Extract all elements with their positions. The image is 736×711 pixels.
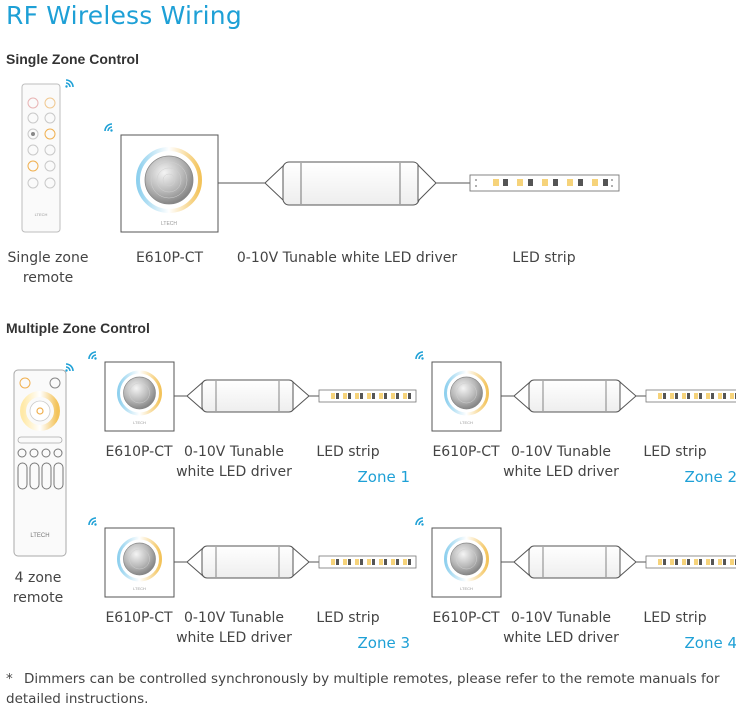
wireless-signal-icon (415, 517, 425, 527)
single-driver-label: 0-10V Tunable white LED driver (236, 250, 458, 266)
zone-label: Zone 1 (357, 468, 411, 486)
wireless-signal-icon (64, 79, 74, 89)
panel-label: E610P-CT (432, 610, 500, 626)
zone-label: Zone 3 (357, 634, 411, 652)
dimmer-panel-icon: LTECH (431, 361, 502, 432)
svg-text:LTECH: LTECH (133, 586, 146, 591)
single-remote-label: Single zone remote (7, 250, 89, 286)
wireless-signal-icon (415, 351, 425, 361)
multiple-zone-heading: Multiple Zone Control (6, 320, 150, 336)
dimmer-panel-icon: LTECH (431, 527, 502, 598)
footnote-symbol: * (6, 671, 13, 687)
single-zone-heading: Single Zone Control (6, 51, 139, 67)
led-driver-icon (186, 545, 310, 579)
panel-label: E610P-CT (432, 444, 500, 460)
strip-label: LED strip (643, 444, 707, 460)
led-driver-icon (186, 379, 310, 413)
svg-text:LTECH: LTECH (161, 221, 177, 227)
driver-label: 0-10V Tunable white LED driver (176, 444, 292, 480)
footnote-text: Dimmers can be controlled synchronously … (6, 671, 720, 707)
footnote: *Dimmers can be controlled synchronously… (6, 669, 732, 709)
single-led-strip-icon (469, 174, 620, 192)
page-title: RF Wireless Wiring (6, 1, 242, 30)
wireless-signal-icon (88, 517, 98, 527)
zone-label: Zone 2 (684, 468, 736, 486)
single-panel-label: E610P-CT (135, 250, 204, 266)
strip-label: LED strip (643, 610, 707, 626)
led-strip-icon (318, 555, 417, 569)
single-zone-remote-icon: LTECH (21, 83, 61, 233)
single-led-driver-icon (264, 161, 437, 206)
panel-label: E610P-CT (105, 610, 173, 626)
zone-2-diagram: LTECH (415, 351, 736, 432)
led-strip-icon (645, 389, 736, 403)
four-zone-remote-label: 4 zone remote (12, 570, 64, 606)
driver-label: 0-10V Tunable white LED driver (503, 610, 619, 646)
svg-text:LTECH: LTECH (30, 533, 49, 539)
svg-text:LTECH: LTECH (460, 420, 473, 425)
driver-label: 0-10V Tunable white LED driver (503, 444, 619, 480)
four-zone-remote-icon: LTECH (13, 369, 67, 557)
svg-text:LTECH: LTECH (35, 212, 48, 217)
zone-1-diagram: LTECH (88, 351, 417, 432)
strip-label: LED strip (316, 610, 380, 626)
led-strip-icon (318, 389, 417, 403)
svg-text:LTECH: LTECH (460, 586, 473, 591)
panel-label: E610P-CT (105, 444, 173, 460)
zone-label: Zone 4 (684, 634, 736, 652)
wireless-signal-icon (88, 351, 98, 361)
zone-3-diagram: LTECH (88, 517, 417, 598)
dimmer-panel-icon: LTECH (104, 361, 175, 432)
led-driver-icon (513, 545, 637, 579)
strip-label: LED strip (316, 444, 380, 460)
led-driver-icon (513, 379, 637, 413)
zone-4-diagram: LTECH (415, 517, 736, 598)
dimmer-panel-icon: LTECH (104, 527, 175, 598)
wireless-signal-icon (104, 123, 114, 133)
led-strip-icon (645, 555, 736, 569)
single-strip-label: LED strip (512, 250, 576, 266)
svg-text:LTECH: LTECH (133, 420, 146, 425)
wireless-signal-icon (64, 363, 74, 373)
driver-label: 0-10V Tunable white LED driver (176, 610, 292, 646)
single-dimmer-panel-icon: LTECH (120, 134, 219, 233)
